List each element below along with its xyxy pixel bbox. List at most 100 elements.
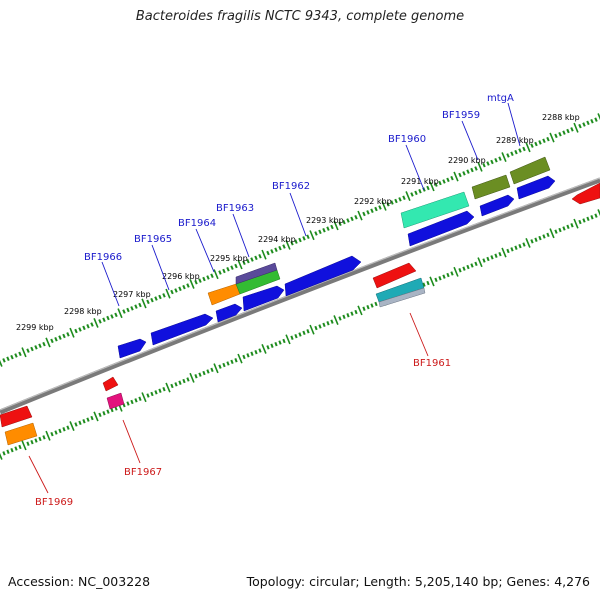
gene-mtga-block[interactable] (516, 175, 556, 200)
inner-track-tick (170, 383, 174, 389)
gene-bf1967-red[interactable] (102, 376, 119, 392)
inner-track-tick (338, 316, 342, 321)
gene-bf1961-red[interactable] (372, 262, 417, 289)
gene-bf1959-block[interactable] (479, 194, 515, 217)
inner-track-tick (234, 358, 238, 363)
outer-track-tick (254, 255, 258, 261)
outer-track-tick (462, 171, 466, 176)
outer-track-tick (42, 341, 46, 347)
gene-mtga-olive[interactable] (509, 156, 551, 185)
inner-track-tick (0, 452, 3, 460)
outer-track-tick (213, 269, 219, 280)
outer-track-tick (546, 136, 550, 142)
leader-bf1963 (232, 213, 250, 258)
inner-track-tick (266, 345, 270, 350)
gene-bf1965-block[interactable] (150, 313, 214, 346)
inner-track-tick (6, 449, 10, 454)
outer-track-tick (314, 231, 318, 236)
outer-track-tick (246, 258, 250, 264)
inner-track-tick (549, 228, 555, 239)
inner-track-tick (90, 415, 94, 421)
outer-track-tick (0, 359, 3, 367)
gene-bf1969-orange[interactable] (4, 422, 38, 446)
gene-bf1963-purple[interactable] (235, 262, 278, 285)
gene-bf1964-orange[interactable] (207, 283, 241, 306)
inner-track-tick (309, 324, 315, 335)
gene-bf1962-block[interactable] (284, 255, 362, 297)
gene-bf1960-block[interactable] (407, 210, 475, 247)
outer-track-tick (278, 245, 282, 251)
outer-track-tick (370, 208, 374, 213)
outer-track-tick (414, 190, 418, 196)
outer-track-tick (69, 327, 75, 338)
outer-track-tick (218, 270, 222, 275)
outer-track-tick (477, 161, 483, 172)
outer-track-tick (222, 268, 226, 274)
inner-track-tick (438, 276, 442, 281)
outer-track-tick (350, 216, 354, 222)
outer-track-tick (150, 297, 154, 303)
gene-bf1969-red[interactable] (0, 405, 33, 428)
outer-track-tick (522, 146, 526, 152)
outer-track-tick (174, 288, 178, 293)
outer-track-tick (285, 239, 291, 250)
inner-track-tick (198, 372, 202, 377)
outer-track-tick (294, 239, 298, 244)
inner-track-tick (254, 349, 258, 355)
inner-track-tick (366, 304, 370, 310)
outer-track-tick (438, 180, 442, 186)
inner-track-tick (74, 422, 78, 427)
outer-track-tick (78, 327, 82, 332)
gene-edge-red-right[interactable] (571, 182, 600, 205)
inner-track-tick (294, 333, 298, 339)
outer-track-tick (394, 198, 398, 204)
inner-track-tick (18, 444, 22, 450)
inner-track-tick (213, 363, 219, 374)
outer-track-tick (426, 185, 430, 191)
map-title: Bacteroides fragilis NCTC 9343, complete… (135, 9, 465, 24)
outer-ticks (0, 113, 600, 367)
gene-bf1964-block[interactable] (215, 303, 243, 323)
outer-track-tick (237, 259, 243, 270)
gene-bf1967-pink[interactable] (106, 392, 125, 410)
gene-bf1960-cyan[interactable] (400, 191, 470, 229)
inner-track-tick (298, 332, 302, 337)
inner-track-tick (570, 223, 574, 228)
outer-track-tick (582, 122, 586, 127)
outer-track-tick (374, 206, 378, 212)
leader-bf1960 (405, 144, 425, 191)
outer-track-tick (525, 142, 531, 153)
outer-track-tick (386, 202, 390, 207)
outer-track-tick (506, 153, 510, 158)
genome-summary-text: Topology: circular; Length: 5,205,140 bp… (246, 574, 590, 589)
outer-track-tick (566, 128, 570, 134)
outer-track-tick (6, 356, 10, 361)
gene-bf1959-olive[interactable] (471, 174, 511, 200)
inner-track-tick (26, 441, 30, 446)
inner-track-tick (525, 237, 531, 248)
outer-track-tick (274, 247, 278, 252)
inner-track-tick (10, 447, 14, 453)
leader-bf1959 (461, 120, 479, 161)
outer-track-tick (117, 308, 123, 319)
inner-track-tick (86, 417, 90, 422)
inner-track-tick (538, 235, 542, 241)
outer-track-tick (366, 210, 370, 215)
outer-track-tick (558, 132, 562, 137)
outer-track-tick (26, 348, 30, 353)
inner-track-tick (102, 411, 106, 416)
leader-bf1969 (28, 455, 49, 494)
gene-bf1963-block[interactable] (242, 285, 285, 312)
inner-track-tick (134, 398, 138, 403)
inner-track-tick (78, 420, 82, 426)
gene-bf1966-block[interactable] (117, 338, 147, 359)
outer-track-tick (138, 302, 142, 308)
upper-strand-genes (117, 156, 600, 359)
lower-strand-genes (0, 262, 426, 446)
gene-bf1961-grey[interactable] (378, 287, 426, 308)
outer-track-tick (562, 130, 566, 135)
gene-label-bf1964: BF1964 (178, 218, 216, 229)
inner-track-tick (285, 334, 291, 345)
inner-track-tick (490, 255, 494, 260)
outer-track-tick (165, 288, 171, 299)
